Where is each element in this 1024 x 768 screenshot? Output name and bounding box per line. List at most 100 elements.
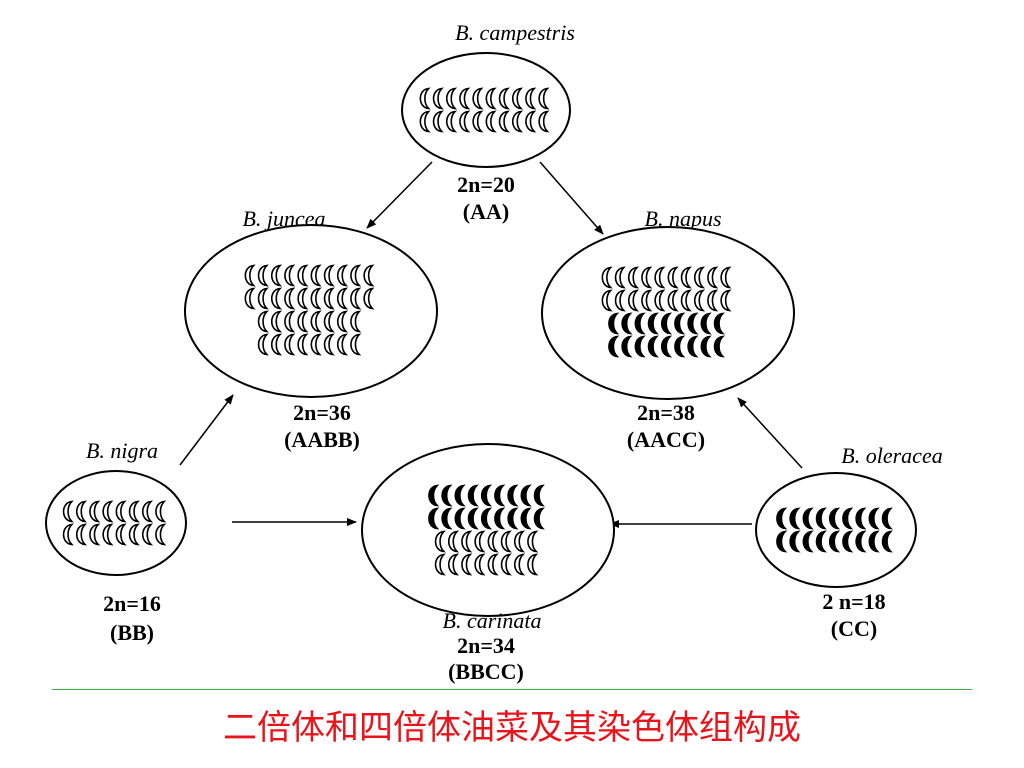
chromosome-open (102, 500, 114, 523)
chromosome-open (62, 500, 74, 523)
chromosome-open (527, 553, 539, 576)
chromosome-open (707, 266, 719, 289)
chromosome-filled (802, 507, 814, 530)
chromosome-filled (533, 484, 545, 507)
genome-oleracea: (CC) (831, 616, 877, 641)
chromosome-open (297, 287, 309, 310)
chromosome-open (257, 287, 269, 310)
chromosome-open (693, 289, 706, 312)
genome-campestris: (AA) (463, 199, 509, 224)
chromosome-filled (454, 484, 466, 507)
chromosome-open (323, 333, 335, 356)
ploidy-napus: 2n=38 (637, 400, 695, 425)
chromosome-filled (494, 507, 506, 530)
chromosome-filled (634, 335, 646, 358)
chromosome-open (297, 310, 309, 333)
chromosome-filled (776, 530, 788, 553)
cell-nigra (45, 470, 187, 576)
ploidy-campestris: 2n=20 (457, 172, 515, 197)
chromosome-filled (789, 507, 801, 530)
chromosome-open (432, 110, 444, 133)
chromosome-open (75, 523, 88, 546)
chromosome-open (323, 264, 335, 287)
chromosome-filled (660, 312, 673, 335)
chromosome-open (270, 333, 283, 356)
chromosome-filled (687, 335, 699, 358)
chromosome-open (434, 530, 446, 553)
chromosome-open (89, 523, 101, 546)
arrow-campestris-to-juncea (366, 161, 433, 229)
chromosome-open (498, 87, 510, 110)
chromosome-open (284, 333, 296, 356)
chromosome-open (284, 264, 296, 287)
chromosome-filled (881, 530, 893, 553)
chromosome-open (472, 110, 484, 133)
chromosome-filled (507, 507, 519, 530)
chromosome-open (601, 266, 613, 289)
chromosome-open (310, 333, 322, 356)
chromosome-open (350, 333, 362, 356)
chromosome-open (513, 553, 526, 576)
chromosome-open (363, 264, 375, 287)
chromosome-open (297, 264, 309, 287)
chromosome-filled (855, 507, 867, 530)
chromosome-filled (621, 335, 633, 358)
node-carinata: B. carinata 2n=34 (BBCC) (361, 443, 615, 684)
chromosome-filled (507, 484, 519, 507)
chromosome-filled (815, 530, 827, 553)
chromosome-open (155, 523, 167, 546)
chromosome-open (485, 87, 497, 110)
chromosome-filled (428, 484, 440, 507)
chromosome-open (474, 553, 486, 576)
chromosome-filled (494, 484, 506, 507)
chromosome-open (461, 553, 473, 576)
chromosome-filled (789, 530, 801, 553)
chromosome-open (707, 289, 719, 312)
chromosome-filled (660, 335, 673, 358)
chromosome-open (472, 87, 484, 110)
chromosome-filled (713, 312, 725, 335)
chromosome-filled (520, 507, 532, 530)
chromosome-filled (868, 507, 880, 530)
chromosome-open (445, 110, 458, 133)
chromosome-open (323, 287, 335, 310)
chromosome-open (511, 110, 524, 133)
chromosome-open (641, 266, 653, 289)
chromosome-open (270, 310, 283, 333)
chromosome-filled (467, 507, 479, 530)
chromosome-open (445, 87, 458, 110)
chromosome-open (627, 289, 640, 312)
chromosome-filled (533, 507, 545, 530)
chromosome-open (511, 87, 524, 110)
chromosome-set-oleracea (776, 507, 893, 553)
chromosome-filled (441, 507, 453, 530)
chromosome-filled (428, 507, 440, 530)
chromosome-filled (700, 335, 712, 358)
chromosome-open (244, 264, 256, 287)
chromosome-open (350, 287, 362, 310)
genome-nigra: (BB) (110, 620, 154, 645)
arrow-oleracea-to-napus (737, 397, 803, 469)
chromosome-open (284, 310, 296, 333)
chromosome-open (447, 553, 460, 576)
chromosome-open (350, 310, 362, 333)
cell-juncea (184, 224, 438, 398)
chromosome-open (447, 530, 460, 553)
chromosome-filled (520, 484, 532, 507)
chromosome-open (525, 110, 537, 133)
species-name-oleracea: B. oleracea (841, 443, 942, 468)
chromosome-filled (480, 484, 493, 507)
chromosome-filled (608, 335, 620, 358)
chromosome-filled (842, 507, 854, 530)
chromosome-open (336, 333, 349, 356)
chromosome-open (102, 523, 114, 546)
chromosome-filled (713, 335, 725, 358)
chromosome-filled (647, 335, 659, 358)
caption-title: 二倍体和四倍体油菜及其染色体组构成 (223, 708, 801, 748)
node-oleracea: B. oleracea 2 n=18 (CC) (755, 443, 943, 641)
chromosome-open (487, 530, 499, 553)
chromosome-open (434, 553, 446, 576)
chromosome-open (601, 289, 613, 312)
